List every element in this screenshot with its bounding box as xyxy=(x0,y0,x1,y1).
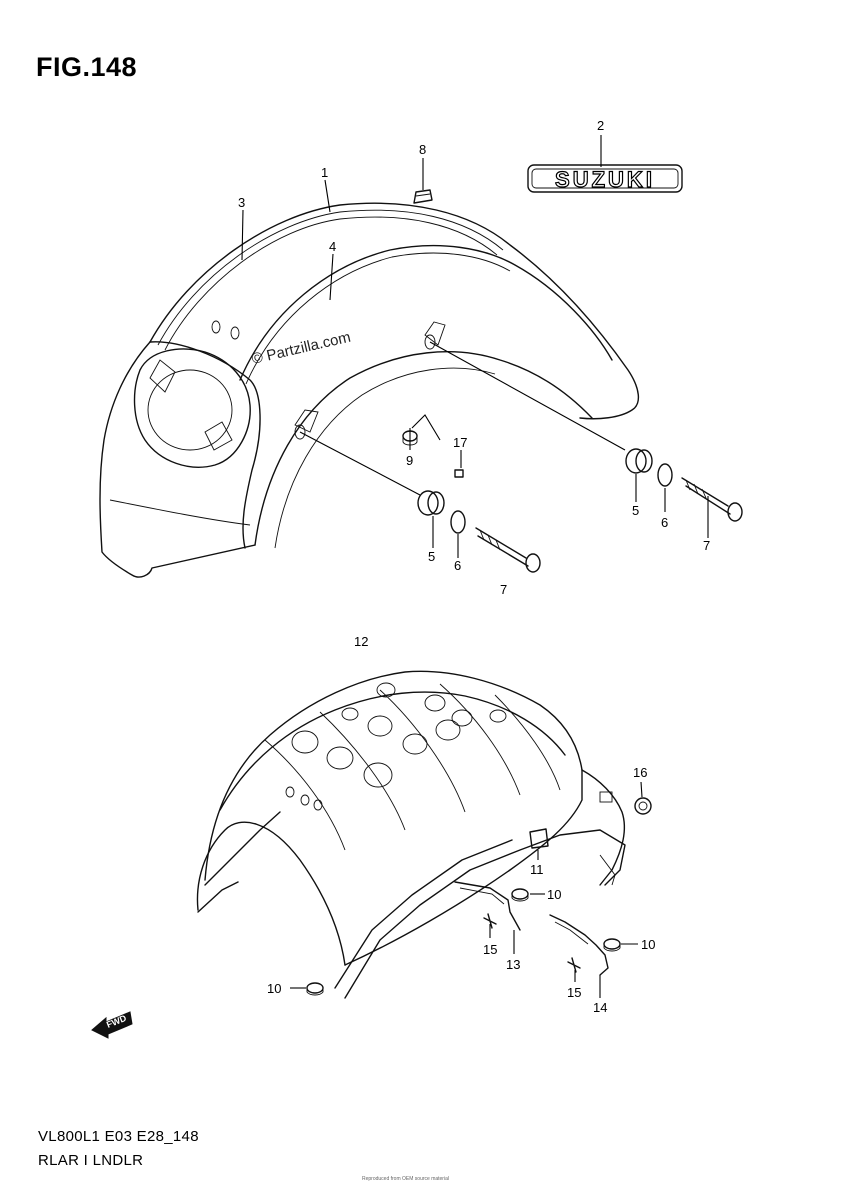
grommet-5-right xyxy=(625,448,653,474)
callout-17: 17 xyxy=(453,435,467,450)
screw-17 xyxy=(454,469,464,478)
leader-lines xyxy=(241,135,709,998)
callout-8: 8 xyxy=(419,142,426,157)
bracket-14 xyxy=(549,914,609,976)
washer-6-right xyxy=(657,463,673,487)
callouts: 1 2 3 4 5 5 6 6 7 7 8 9 10 10 10 11 12 1… xyxy=(238,118,710,1015)
callout-15-lower: 15 xyxy=(567,985,581,1000)
callout-2: 2 xyxy=(597,118,604,133)
figure-title: FIG.148 xyxy=(36,52,138,82)
callout-16: 16 xyxy=(633,765,647,780)
callout-6-left: 6 xyxy=(454,558,461,573)
callout-7-left: 7 xyxy=(500,582,507,597)
stud-bolt xyxy=(413,189,433,204)
clip-15-lower xyxy=(567,957,581,973)
callout-10-middle: 10 xyxy=(547,887,561,902)
callout-3: 3 xyxy=(238,195,245,210)
inner-fender xyxy=(196,670,626,999)
rear-fender xyxy=(99,202,639,578)
callout-4: 4 xyxy=(329,239,336,254)
nut-16 xyxy=(634,797,652,815)
clip-15-upper xyxy=(483,913,497,929)
bolt-7-right xyxy=(681,477,743,522)
fine-print: Reproduced from OEM source material xyxy=(362,1176,449,1182)
forward-arrow-icon: FWD xyxy=(91,1011,133,1039)
callout-12: 12 xyxy=(354,634,368,649)
callout-9: 9 xyxy=(406,453,413,468)
callout-15-upper: 15 xyxy=(483,942,497,957)
callout-10-right: 10 xyxy=(641,937,655,952)
callout-1: 1 xyxy=(321,165,328,180)
footer-part-name: RLAR I LNDLR xyxy=(38,1152,144,1169)
callout-5-right: 5 xyxy=(632,503,639,518)
callout-5-left: 5 xyxy=(428,549,435,564)
footer-model-code: VL800L1 E03 E28_148 xyxy=(38,1128,199,1145)
callout-6-right: 6 xyxy=(661,515,668,530)
emblem-text: SUZUKI xyxy=(555,167,655,192)
bracket-13 xyxy=(454,881,521,931)
washer-6-left xyxy=(450,510,466,534)
nut-10-middle xyxy=(511,888,529,902)
callout-10-left: 10 xyxy=(267,981,281,996)
callout-14: 14 xyxy=(593,1000,607,1015)
nut-10-left xyxy=(306,982,324,996)
callout-7-right: 7 xyxy=(703,538,710,553)
callout-11: 11 xyxy=(530,862,544,877)
suzuki-emblem: SUZUKI xyxy=(527,164,683,193)
bolt-7-left xyxy=(475,527,541,573)
grommet-5-left xyxy=(417,490,445,516)
callout-13: 13 xyxy=(506,957,520,972)
nut-10-right xyxy=(603,938,621,952)
label-11 xyxy=(529,828,549,849)
